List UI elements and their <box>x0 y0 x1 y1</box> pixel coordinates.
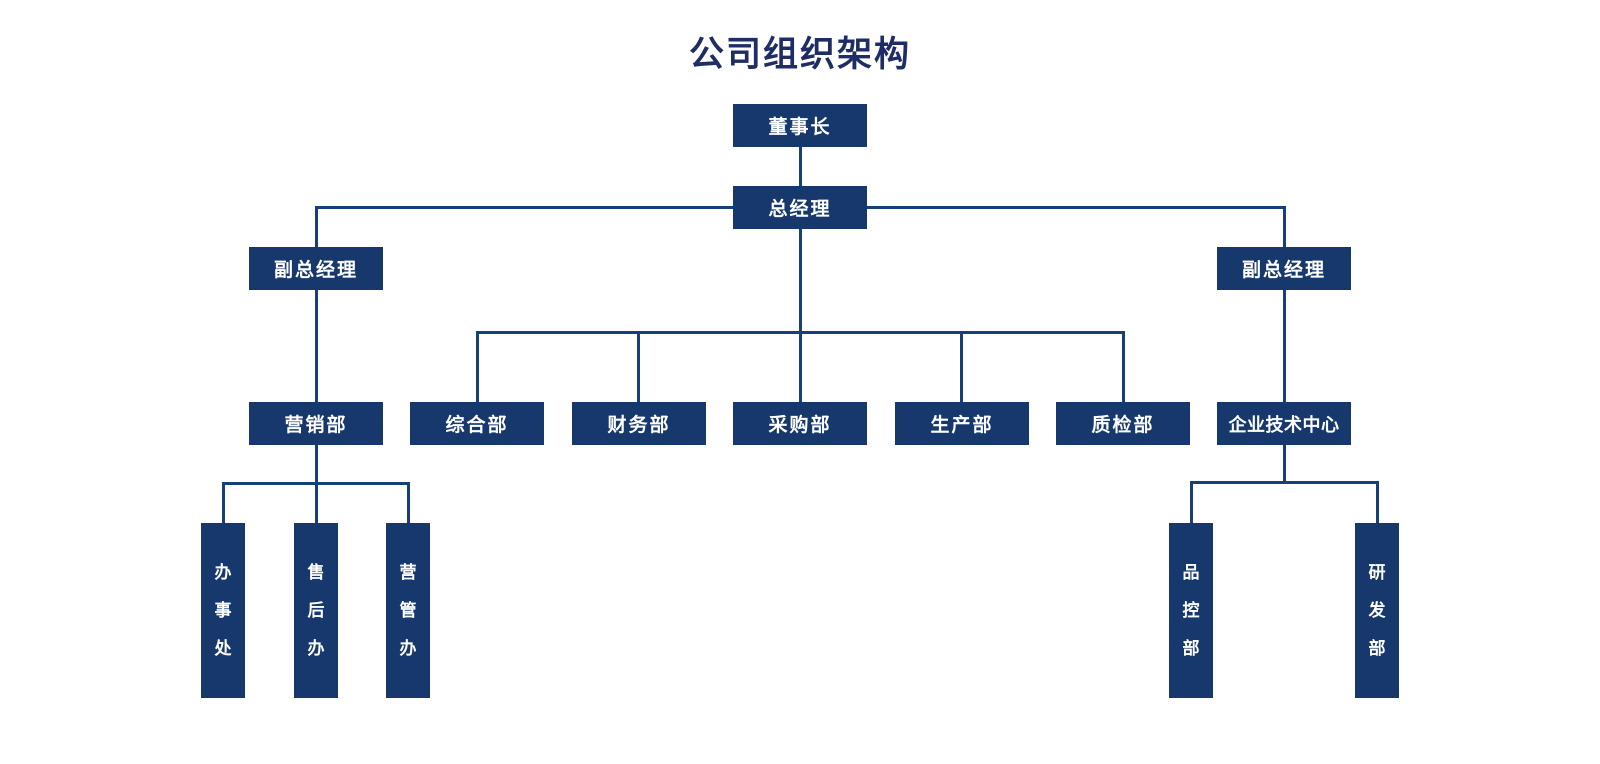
connector-mid-bus <box>476 331 1124 334</box>
node-general-manager: 总经理 <box>733 186 867 229</box>
node-quality-control-dept: 品控部 <box>1169 523 1213 698</box>
node-production-dept: 生产部 <box>895 402 1029 445</box>
node-quality-inspection-dept: 质检部 <box>1056 402 1190 445</box>
connector-gm-center-spine <box>799 229 802 402</box>
node-chairman: 董事长 <box>733 104 867 147</box>
node-marketing-dept: 营销部 <box>249 402 383 445</box>
node-deputy-gm-right: 副总经理 <box>1217 247 1351 290</box>
node-sales-office: 办事处 <box>201 523 245 698</box>
node-deputy-gm-left: 副总经理 <box>249 247 383 290</box>
connector-drop-marketing-mgmt <box>407 482 410 523</box>
connector-drop-deputy-right <box>1283 206 1286 247</box>
node-finance-dept: 财务部 <box>572 402 706 445</box>
connector-tech-bus <box>1190 481 1379 484</box>
chart-title: 公司组织架构 <box>688 35 911 74</box>
connector-gm-left-arm <box>316 206 733 209</box>
node-purchasing-dept: 采购部 <box>733 402 867 445</box>
node-rnd-dept: 研发部 <box>1355 523 1399 698</box>
connector-drop-quality-inspection <box>1122 331 1125 402</box>
node-marketing-mgmt-office: 营管办 <box>386 523 430 698</box>
connector-chairman-gm <box>799 147 802 186</box>
vertical-label: 办事处 <box>214 562 232 658</box>
node-general-affairs-dept: 综合部 <box>410 402 544 445</box>
connector-drop-sales-office <box>222 482 225 523</box>
connector-drop-production <box>960 331 963 402</box>
connector-drop-rnd <box>1376 481 1379 523</box>
vertical-label: 营管办 <box>399 562 417 658</box>
connector-marketing-stub <box>315 445 318 484</box>
connector-deputy-left-marketing <box>315 290 318 402</box>
connector-tech-stub <box>1283 445 1286 483</box>
node-enterprise-tech-center: 企业技术中心 <box>1217 402 1351 445</box>
connector-drop-finance <box>637 331 640 402</box>
connector-gm-right-arm <box>867 206 1284 209</box>
vertical-label: 售后办 <box>307 562 325 658</box>
vertical-label: 研发部 <box>1368 562 1386 658</box>
node-after-sales-office: 售后办 <box>294 523 338 698</box>
connector-drop-after-sales <box>315 482 318 523</box>
connector-drop-quality-control <box>1190 481 1193 523</box>
connector-drop-deputy-left <box>315 206 318 247</box>
connector-drop-general-affairs <box>476 331 479 402</box>
vertical-label: 品控部 <box>1182 562 1200 658</box>
connector-deputy-right-tech <box>1283 290 1286 402</box>
